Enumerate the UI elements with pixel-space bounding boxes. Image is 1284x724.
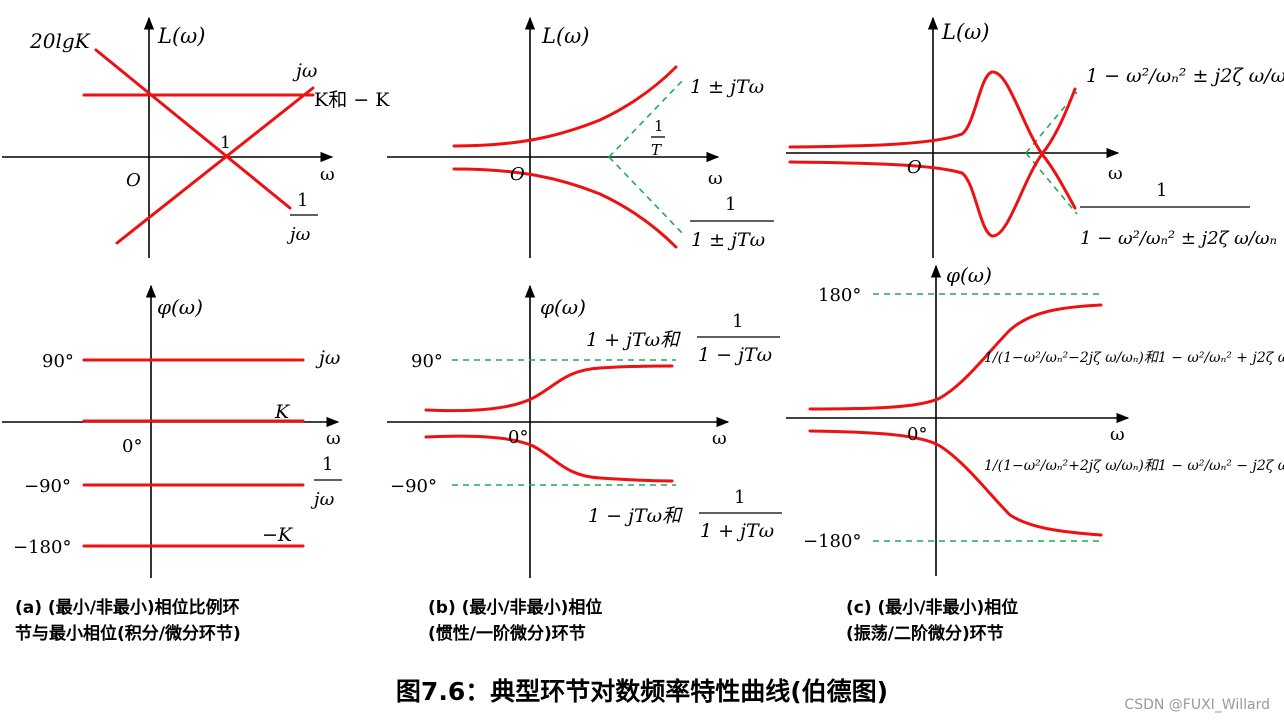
panel-b-magnitude: L(ω) ω O 1 ± jTω 1 T 1 1 ± jTω [387,16,774,258]
y-axis-label: φ(ω) [157,295,203,319]
caption-b-line1: (b) (最小/非最小)相位 [428,598,603,618]
asymptote-lower [608,156,684,235]
label-lower-den: 1 − ω²/ωₙ² ± j2ζ ω/ωₙ [1080,228,1277,249]
label-lower-num: 1 [725,194,736,215]
label-upper: 1 + jTω和 [586,329,681,351]
tick-m90: −90° [390,476,437,497]
label-lower: 1/(1−ω²/ωₙ²+2jζ ω/ωₙ)和1 − ω²/ωₙ² − j2ζ ω… [984,458,1284,474]
curve-upper [424,364,674,413]
tick-180: 180° [818,285,861,306]
line-jw [115,86,315,245]
tick-90: 90° [411,351,443,372]
label-T-num: 1 [654,117,664,135]
label-upper: 1 ± jTω [690,76,764,98]
label-upper-num: 1 [732,311,743,332]
origin-label: O [126,170,141,191]
watermark: CSDN @FUXI_Willard [1124,697,1270,713]
panel-a-phase: φ(ω) ω 0° 90° −90° −180° jω K 1 jω −K [2,284,342,578]
curve-upper [452,65,678,148]
panel-a-magnitude: L(ω) ω O 20lgK 1 jω K和 − K 1 jω [2,16,390,258]
line-inv-jw [94,48,292,210]
panel-c-magnitude: L(ω) ω O 1 − ω²/ωₙ² ± j2ζ ω/ωₙ 1 1 − ω²/… [786,16,1284,258]
caption-b-line2: (惯性/一阶微分)环节 [428,624,586,644]
panel-c-phase: φ(ω) ω 0° 180° −180° 1/(1−ω²/ωₙ²−2jζ ω/ω… [786,263,1284,576]
caption-a-line2: 节与最小相位(积分/微分环节) [15,624,241,644]
label-T-den: T [651,141,662,159]
curve-upper [788,70,1077,210]
caption-a-line1: (a) (最小/非最小)相位比例环 [15,598,240,618]
label-mK: −K [262,524,294,546]
y-axis-label: φ(ω) [540,295,586,319]
origin-label: 0° [122,436,142,457]
origin-label: 0° [907,424,927,445]
label-inv-den: jω [286,224,311,245]
tick-90: 90° [42,351,74,372]
label-lower: 1 − jTω和 [588,505,683,527]
origin-label: 0° [508,427,528,448]
tick-m180: −180° [13,537,71,558]
y-axis-label: L(ω) [541,24,589,48]
x-axis-label: ω [320,164,335,185]
label-upper-den: 1 − jTω [698,344,772,366]
x-axis-label: ω [1108,163,1123,184]
curve-lower [424,434,674,483]
tick-m180: −180° [803,531,861,552]
label-inv-num: 1 [297,190,308,211]
label-20lgK: 20lgK [29,29,91,53]
curve-lower [452,167,678,249]
x-axis-label: ω [712,428,727,449]
caption-c-line2: (振荡/二阶微分)环节 [846,624,1004,644]
origin-label: O [907,157,922,178]
label-lower-den: 1 ± jTω [691,229,765,251]
origin-label: O [510,164,525,185]
x-axis-label: ω [326,428,341,449]
panel-b-phase: φ(ω) ω 0° 90° −90° 1 + jTω和 1 1 − jTω 1 … [387,284,782,578]
y-axis-label: φ(ω) [946,263,992,287]
x-axis-label: ω [708,168,723,189]
label-jw: jω [292,60,317,82]
label-lower-num: 1 [734,487,745,508]
label-K: K [274,401,291,423]
curve-lower [808,429,1103,537]
caption-c-line1: (c) (最小/非最小)相位 [846,598,1019,618]
asymptote-lower [1025,152,1078,215]
label-lower-den: 1 + jTω [700,520,774,542]
label-upper: 1/(1−ω²/ωₙ²−2jζ ω/ωₙ)和1 − ω²/ωₙ² + j2ζ ω… [984,350,1284,366]
y-axis-label: L(ω) [157,24,205,48]
figure-title: 图7.6：典型环节对数频率特性曲线(伯德图) [395,677,889,706]
tick-m90: −90° [24,476,71,497]
curve-lower [788,87,1077,238]
label-inv-den: jω [310,489,335,510]
label-inv-num: 1 [322,454,333,475]
y-axis-label: L(ω) [941,20,989,44]
label-lower-num: 1 [1156,180,1167,201]
label-jw: jω [315,347,340,369]
label-one: 1 [220,133,231,153]
x-axis-label: ω [1110,424,1125,445]
asymptote-upper [608,79,684,158]
label-upper: 1 − ω²/ωₙ² ± j2ζ ω/ωₙ [1086,65,1284,87]
curve-upper [808,303,1103,411]
label-K: K和 − K [314,89,390,111]
